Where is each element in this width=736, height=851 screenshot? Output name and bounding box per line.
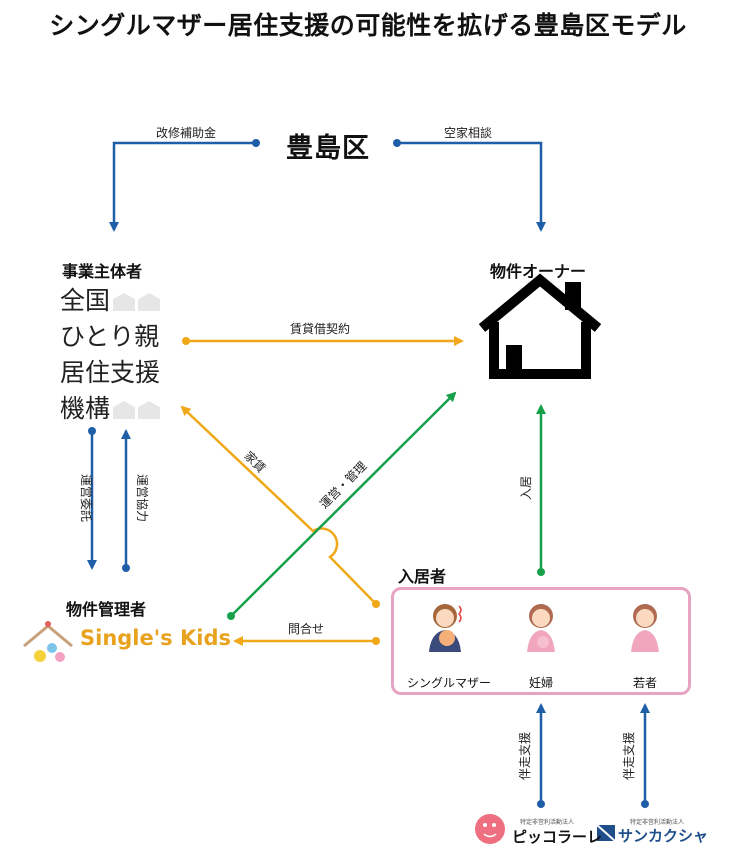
singles-kids-logo: Single's Kids xyxy=(80,626,231,650)
house-icon xyxy=(478,273,602,379)
edge-label-management-coop: 運営協力 xyxy=(135,474,150,522)
page-title: シングルマザー居住支援の可能性を拡げる豊島区モデル xyxy=(49,11,687,40)
piccolare-note: 特定非営利活動法人 xyxy=(520,819,575,826)
node-manager-label: 物件管理者 xyxy=(66,600,147,619)
piccolare-logo: ピッコラーレ xyxy=(512,828,603,846)
operator-logo-line: 機構 xyxy=(60,394,111,423)
house-shape-icon xyxy=(138,401,161,419)
house-shape-icon xyxy=(138,293,161,311)
edge-lease-contract: 賃貸借契約 xyxy=(182,321,464,346)
edge-accompany-support-1: 伴走支援 xyxy=(518,703,546,808)
operator-logo: 全国 ひとり親 居住支援 機構 xyxy=(60,283,180,427)
singles-kids-house-icon xyxy=(23,621,73,662)
edge-move-in: 入居 xyxy=(519,404,546,576)
edge-accompany-support-2: 伴走支援 xyxy=(622,703,650,808)
operator-logo-line: 居住支援 xyxy=(60,358,161,387)
sankakusha-logo: サンカクシャ xyxy=(618,827,709,845)
edge-label-rent: 家賃 xyxy=(241,448,269,476)
house-shape-icon xyxy=(113,293,136,311)
sankakusha-logo-icon xyxy=(596,824,616,842)
residents-box: シングルマザー 妊婦 若者 xyxy=(391,587,691,695)
edge-label-accompany-support-1: 伴走支援 xyxy=(518,732,532,780)
operator-logo-line: 全国 xyxy=(60,286,111,315)
edge-label-management-consign: 運営委託 xyxy=(79,474,94,522)
young-woman-icon xyxy=(631,604,659,652)
edge-management-consign: 運営委託 xyxy=(79,427,97,570)
house-shape-icon xyxy=(113,401,136,419)
edge-label-lease-contract: 賃貸借契約 xyxy=(290,321,350,336)
edge-inquiry: 問合せ xyxy=(233,621,380,646)
node-toshima-ward: 豊島区 xyxy=(286,133,370,164)
edge-label-accompany-support-2: 伴走支援 xyxy=(622,732,636,780)
edge-renovation-subsidy: 改修補助金 xyxy=(109,125,260,232)
sankakusha-note: 特定非営利活動法人 xyxy=(630,819,685,826)
single-mother-icon xyxy=(429,604,462,652)
node-owner-label: 物件オーナー xyxy=(490,262,587,281)
resident-single-mother: シングルマザー xyxy=(406,676,491,690)
operator-logo-line: ひとり親 xyxy=(60,322,160,351)
edge-label-inquiry: 問合せ xyxy=(288,621,324,636)
node-residents-label: 入居者 xyxy=(398,567,447,586)
edge-vacancy-consult: 空家相談 xyxy=(393,125,546,232)
resident-young-person: 若者 xyxy=(632,676,657,690)
edge-rent: 家賃 xyxy=(180,405,380,608)
edge-label-vacancy-consult: 空家相談 xyxy=(444,125,492,140)
edge-label-renovation-subsidy: 改修補助金 xyxy=(156,125,216,140)
pregnant-woman-icon xyxy=(527,604,555,652)
resident-pregnant-woman: 妊婦 xyxy=(528,676,553,690)
node-operator-label: 事業主体者 xyxy=(62,262,143,281)
edge-label-move-in: 入居 xyxy=(519,476,533,500)
edge-management-coop: 運営協力 xyxy=(121,429,150,572)
piccolare-logo-icon xyxy=(475,814,505,844)
